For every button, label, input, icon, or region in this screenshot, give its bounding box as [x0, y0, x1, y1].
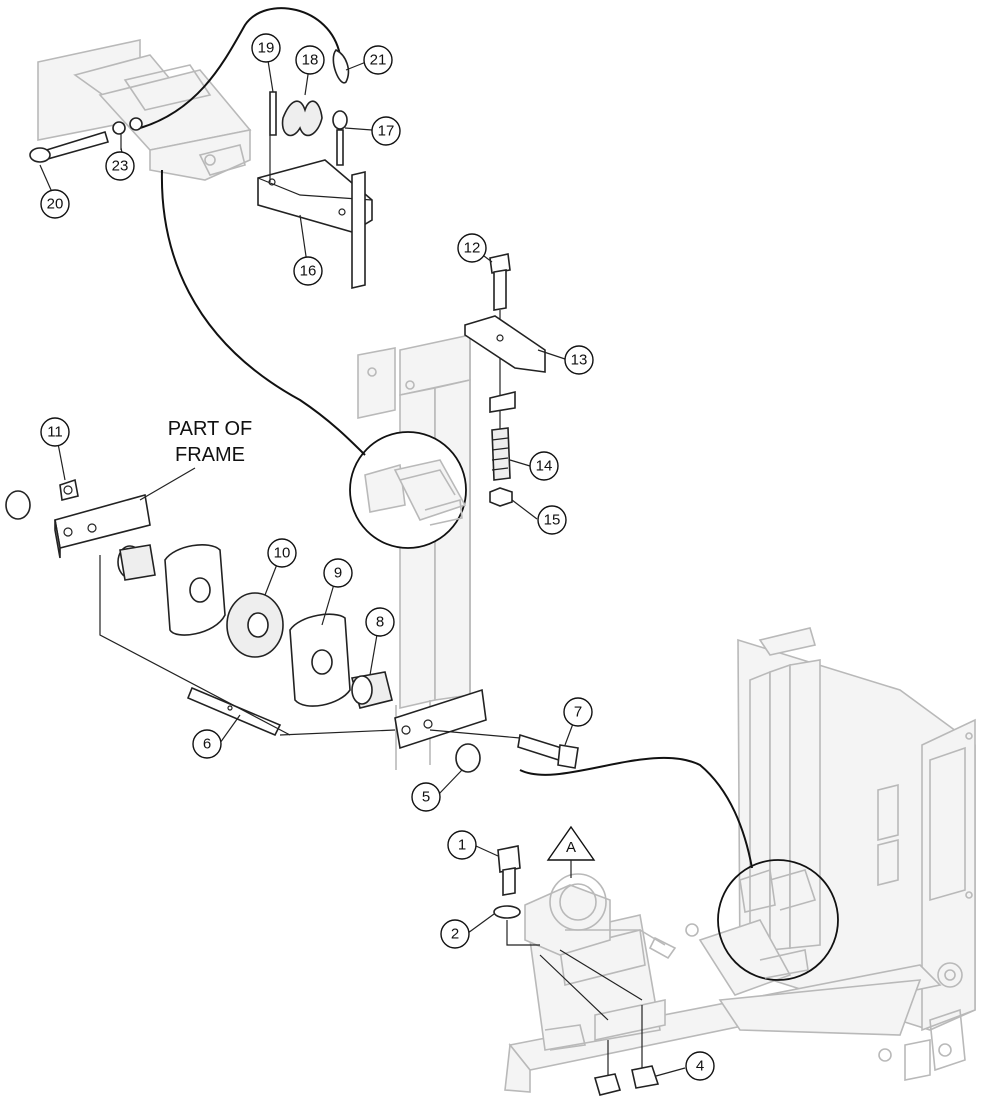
frame-note-line1: PART OF: [168, 418, 252, 440]
callout-15: 15: [537, 505, 567, 535]
callout-9: 9: [323, 558, 353, 588]
svg-text:6: 6: [203, 736, 211, 753]
callout-18: 18: [295, 45, 325, 75]
callout-6: 6: [192, 729, 222, 759]
hitch-pin-parts: [29, 48, 373, 290]
callout-16: 16: [293, 256, 323, 286]
callout-7: 7: [563, 697, 593, 727]
detail-marker-label: A: [566, 839, 576, 856]
svg-text:10: 10: [274, 545, 291, 562]
svg-text:20: 20: [47, 196, 64, 213]
callout-19: 19: [251, 33, 281, 63]
callout-10: 10: [267, 538, 297, 568]
ghost-tongue-frame: [504, 914, 966, 1093]
svg-text:17: 17: [378, 123, 395, 140]
callout-13: 13: [564, 345, 594, 375]
frame-note-line2: FRAME: [175, 444, 245, 466]
frame-note: PART OF FRAME: [168, 418, 252, 466]
svg-text:23: 23: [112, 158, 129, 175]
connection-curve-bottom: [519, 756, 753, 869]
svg-text:11: 11: [47, 424, 63, 441]
detail-circle-upper: [349, 431, 467, 549]
svg-text:4: 4: [696, 1058, 704, 1075]
callout-4: 4: [685, 1051, 715, 1081]
svg-text:5: 5: [422, 789, 430, 806]
svg-text:21: 21: [370, 52, 387, 69]
callout-2: 2: [440, 919, 470, 949]
callout-12: 12: [457, 233, 487, 263]
connection-curve-top: [160, 169, 366, 456]
callout-17: 17: [371, 116, 401, 146]
callout-21: 21: [363, 45, 393, 75]
callout-20: 20: [40, 189, 70, 219]
svg-text:8: 8: [376, 614, 384, 631]
callout-5: 5: [411, 782, 441, 812]
svg-text:2: 2: [451, 926, 459, 943]
svg-text:1: 1: [458, 837, 466, 854]
detail-marker-a: A: [546, 825, 596, 878]
roller-parts: [5, 478, 579, 773]
lower-fasteners: [493, 845, 660, 1096]
svg-text:9: 9: [334, 565, 342, 582]
callout-11: 11: [40, 417, 70, 447]
svg-text:7: 7: [574, 704, 582, 721]
svg-text:12: 12: [464, 240, 481, 257]
callout-8: 8: [365, 607, 395, 637]
winch-assembly: [524, 873, 699, 960]
svg-text:18: 18: [302, 52, 319, 69]
svg-text:14: 14: [536, 458, 553, 475]
detail-circle-lower: [717, 859, 839, 981]
callout-23: 23: [105, 151, 135, 181]
callout-14: 14: [529, 451, 559, 481]
ghost-trailer-frame: [737, 627, 976, 1032]
ghost-hitch-top: [37, 39, 252, 181]
svg-text:15: 15: [544, 512, 561, 529]
callout-1: 1: [447, 830, 477, 860]
svg-text:16: 16: [300, 263, 317, 280]
svg-text:13: 13: [571, 352, 588, 369]
lanyard-cable: [139, 7, 341, 129]
latch-parts: [464, 253, 546, 507]
svg-text:19: 19: [258, 40, 275, 57]
